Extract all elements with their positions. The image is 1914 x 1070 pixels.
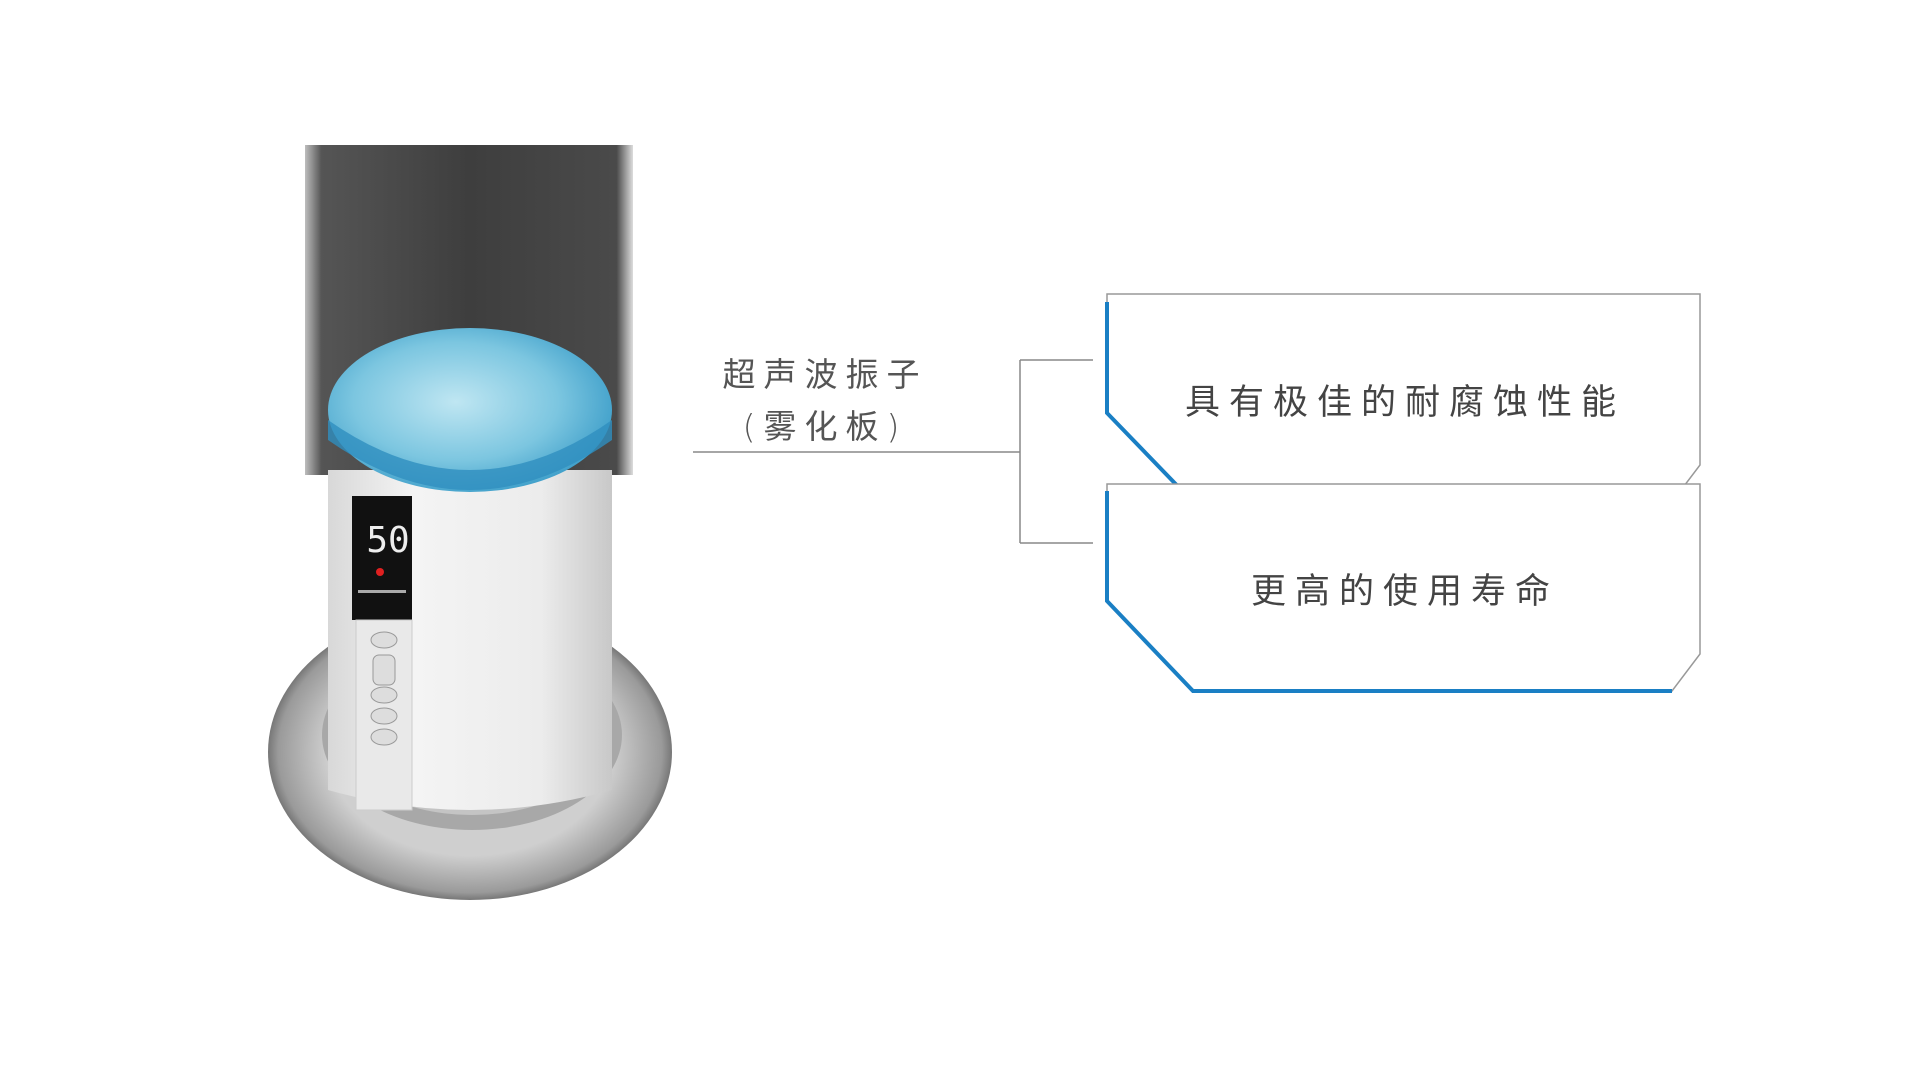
component-label-alias: (雾化板) (742, 407, 908, 446)
connector-lines (693, 359, 1093, 544)
water-surface (328, 328, 612, 492)
mode-button[interactable] (370, 686, 398, 704)
display-reading: 50 (366, 520, 409, 561)
component-label: 超声波振子 (雾化板) (700, 348, 950, 448)
display-panel (352, 496, 412, 620)
indicator-light (376, 568, 384, 576)
component-label-name: 超声波振子 (722, 355, 928, 394)
mist-button[interactable] (372, 654, 396, 686)
feature-box-2 (1105, 483, 1701, 693)
feature-text-1: 具有极佳的耐腐蚀性能 (1184, 383, 1625, 423)
feature-text-2: 更高的使用寿命 (1250, 572, 1559, 612)
timer-button[interactable] (370, 707, 398, 725)
humidifier-illustration: 50 (268, 145, 672, 900)
light-button[interactable] (370, 728, 398, 746)
power-button[interactable] (370, 631, 398, 649)
